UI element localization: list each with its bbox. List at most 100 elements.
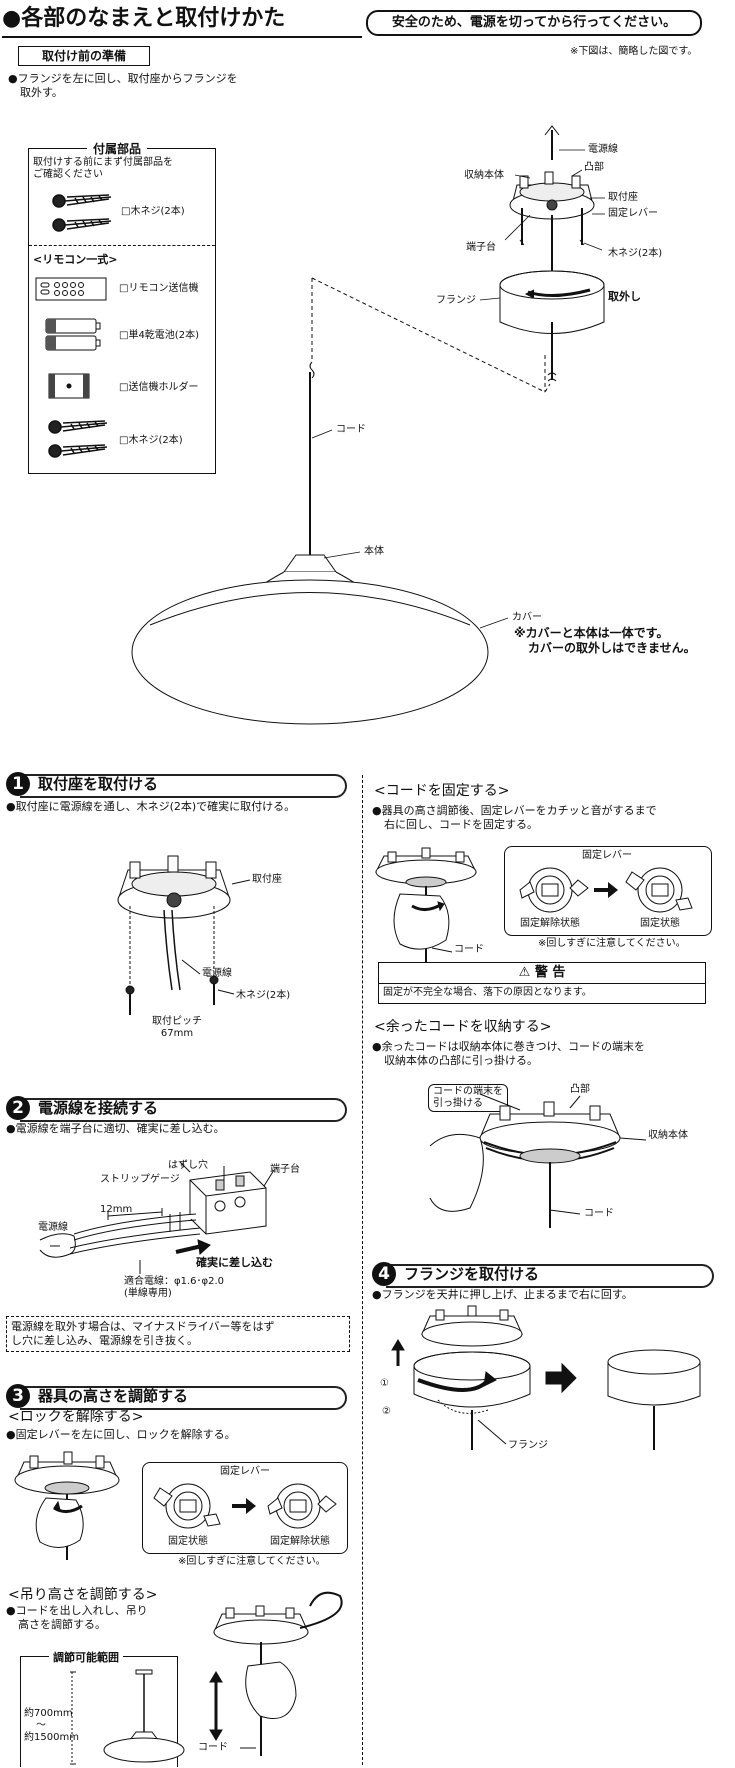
cord-store-heading: <余ったコードを収納する> (374, 1019, 552, 1035)
step4-text: ●フランジを天井に押し上げ、止まるまで右に回す。 (372, 1288, 633, 1301)
holder-icon (48, 373, 90, 399)
step4-number: 4 (372, 1262, 396, 1286)
step1-illustration (117, 855, 251, 1015)
step2-label-terminal: 端子台 (270, 1164, 300, 1175)
header-underline (2, 36, 362, 38)
range-values: 約700mm 〜 約1500mm (24, 1708, 79, 1743)
step2-illustration (39, 1161, 275, 1274)
step4-flange-label: フランジ (508, 1440, 548, 1451)
parts-item-battery: □単4乾電池(2本) (119, 330, 199, 341)
wood-screw-icon (48, 420, 108, 458)
step1-text: ●取付座に電源線を通し、木ネジ(2本)で確実に取付ける。 (6, 800, 296, 813)
cord-store-callout: コードの端末を 引っ掛ける (428, 1084, 508, 1112)
step1-pitch: 取付ピッチ 67mm (152, 1016, 202, 1039)
step3-number: 3 (6, 1384, 30, 1408)
cord-fix-state-fixed: 固定状態 (640, 918, 680, 929)
step2-label-power: 電源線 (38, 1222, 68, 1233)
step3-state-fixed: 固定状態 (168, 1536, 208, 1547)
step3-height-hand-illustration (209, 1591, 343, 1756)
step2-label-release-hole: はずし穴 (168, 1160, 208, 1171)
battery-icon (45, 318, 101, 351)
cord-fix-cord-label: コード (454, 944, 484, 955)
label-mount-base: 取付座 (608, 192, 638, 203)
cord-fix-state-released: 固定解除状態 (520, 918, 580, 929)
step2-wire-spec: 適合電線：φ1.6･φ2.0 (単線専用) (124, 1276, 224, 1299)
step1-title: 取付座を取付ける (38, 775, 159, 793)
step3-state-released: 固定解除状態 (270, 1536, 330, 1547)
label-flange: フランジ (436, 295, 476, 306)
label-fixing-lever: 固定レバー (608, 208, 658, 219)
remote-heading: <リモコン一式> (33, 253, 118, 266)
label-storage-body: 収納本体 (464, 170, 504, 181)
step2-label-insert: 確実に差し込む (196, 1256, 273, 1269)
step4-title: フランジを取付ける (404, 1265, 540, 1283)
label-remove: 取外し (608, 290, 641, 303)
step3-lever-panel (142, 1462, 348, 1554)
parts-item-remote: □リモコン送信機 (119, 283, 199, 294)
parts-box-divider (29, 245, 215, 246)
step1-label-power: 電源線 (202, 968, 232, 979)
step4-header (386, 1264, 714, 1288)
parts-item-holder: □送信機ホルダー (119, 382, 199, 393)
warning-title: ⚠ 警 告 (379, 963, 705, 984)
step4-mark2: ② (382, 1406, 391, 1417)
parts-box-title: 付属部品 (87, 140, 148, 157)
cord-store-cord-label: コード (584, 1208, 614, 1219)
parts-box: 付属部品 取付けする前にまず付属部品を ご確認ください □木ネジ(2本) <リモ… (28, 140, 216, 474)
label-cover: カバー (512, 612, 542, 623)
prep-text: ●フランジを左に回し、取付座からフランジを 取外す。 (8, 72, 238, 99)
parts-item-screws: □木ネジ(2本) (119, 435, 183, 446)
cord-fix-lever-panel (504, 846, 712, 936)
label-power-line: 電源線 (588, 144, 618, 155)
step3-cord-label: コード (198, 1742, 228, 1753)
cover-note: ※カバーと本体は一体です。 カバーの取外しはできません。 (514, 626, 696, 655)
main-fixture-illustration (131, 125, 605, 725)
safety-note: 安全のため、電源を切ってから行ってください。 (366, 10, 702, 36)
label-wood-screws: 木ネジ(2本) (608, 248, 663, 259)
step4-illustration (391, 1305, 701, 1450)
step2-number: 2 (6, 1096, 30, 1120)
cord-store-text: ●余ったコードは収納本体に巻きつけ、コードの端末を 収納本体の凸部に引っ掛ける。 (372, 1040, 646, 1067)
cord-fix-text: ●器具の高さ調節後、固定レバーをカチッと音がするまで 右に回し、コードを固定する… (372, 804, 657, 831)
step2-text: ●電源線を端子台に適切、確実に差し込む。 (6, 1122, 225, 1135)
figure-note: ※下図は、簡略した図です。 (570, 46, 698, 57)
range-box: 調節可能範囲 (20, 1649, 178, 1767)
step3-caution: ※回しすぎに注意してください。 (178, 1556, 326, 1567)
step1-label-screws: 木ネジ(2本) (236, 990, 291, 1001)
cord-store-convex: 凸部 (570, 1084, 590, 1095)
step2-header (20, 1098, 347, 1122)
step3-height-text: ●コードを出し入れし、吊り 高さを調節する。 (6, 1604, 148, 1631)
label-convex: 凸部 (584, 162, 604, 173)
step3-lever-label: 固定レバー (220, 1466, 270, 1477)
cord-fix-lever-states (519, 867, 693, 913)
range-title: 調節可能範囲 (49, 1649, 123, 1665)
column-divider (362, 775, 363, 1765)
step3-unlock-heading: <ロックを解除する> (8, 1409, 144, 1425)
cord-store-storage-body: 収納本体 (648, 1130, 688, 1141)
step1-number: 1 (6, 772, 30, 796)
warning-text: 固定が不完全な場合、落下の原因となります。 (383, 987, 592, 998)
step4-mark1: ① (380, 1378, 389, 1389)
cord-fix-caution: ※回しすぎに注意してください。 (538, 938, 686, 949)
label-cord: コード (336, 424, 366, 435)
cord-fix-lever-label: 固定レバー (582, 850, 632, 861)
range-illustration (70, 1669, 185, 1765)
step2-remove-note: 電源線を取外す場合は、マイナスドライバー等をはず し穴に差し込み、電源線を引き抜… (6, 1316, 350, 1352)
step2-title: 電源線を接続する (38, 1099, 159, 1117)
step3-height-heading: <吊り高さを調節する> (8, 1587, 158, 1603)
parts-box-note: 取付けする前にまず付属部品を ご確認ください (33, 157, 173, 180)
step1-header (20, 774, 347, 798)
wood-screw-icon (52, 194, 112, 232)
remote-icon (35, 277, 107, 301)
cord-store-illustration (429, 1093, 647, 1228)
parts-screws-label: □木ネジ(2本) (121, 206, 185, 217)
step3-lever-states (153, 1483, 337, 1529)
step1-label-mount: 取付座 (252, 874, 282, 885)
label-body: 本体 (364, 546, 384, 557)
warning-box: ⚠ 警 告 固定が不完全な場合、落下の原因となります。 (378, 962, 706, 1004)
prep-heading: 取付け前の準備 (18, 46, 150, 66)
cord-fix-heading: <コードを固定する> (374, 783, 510, 799)
page-title: ●各部のなまえと取付けかた (2, 6, 286, 31)
step2-label-strip-gauge: ストリップゲージ (100, 1174, 180, 1185)
step3-unlock-hand-illustration (14, 1451, 120, 1560)
